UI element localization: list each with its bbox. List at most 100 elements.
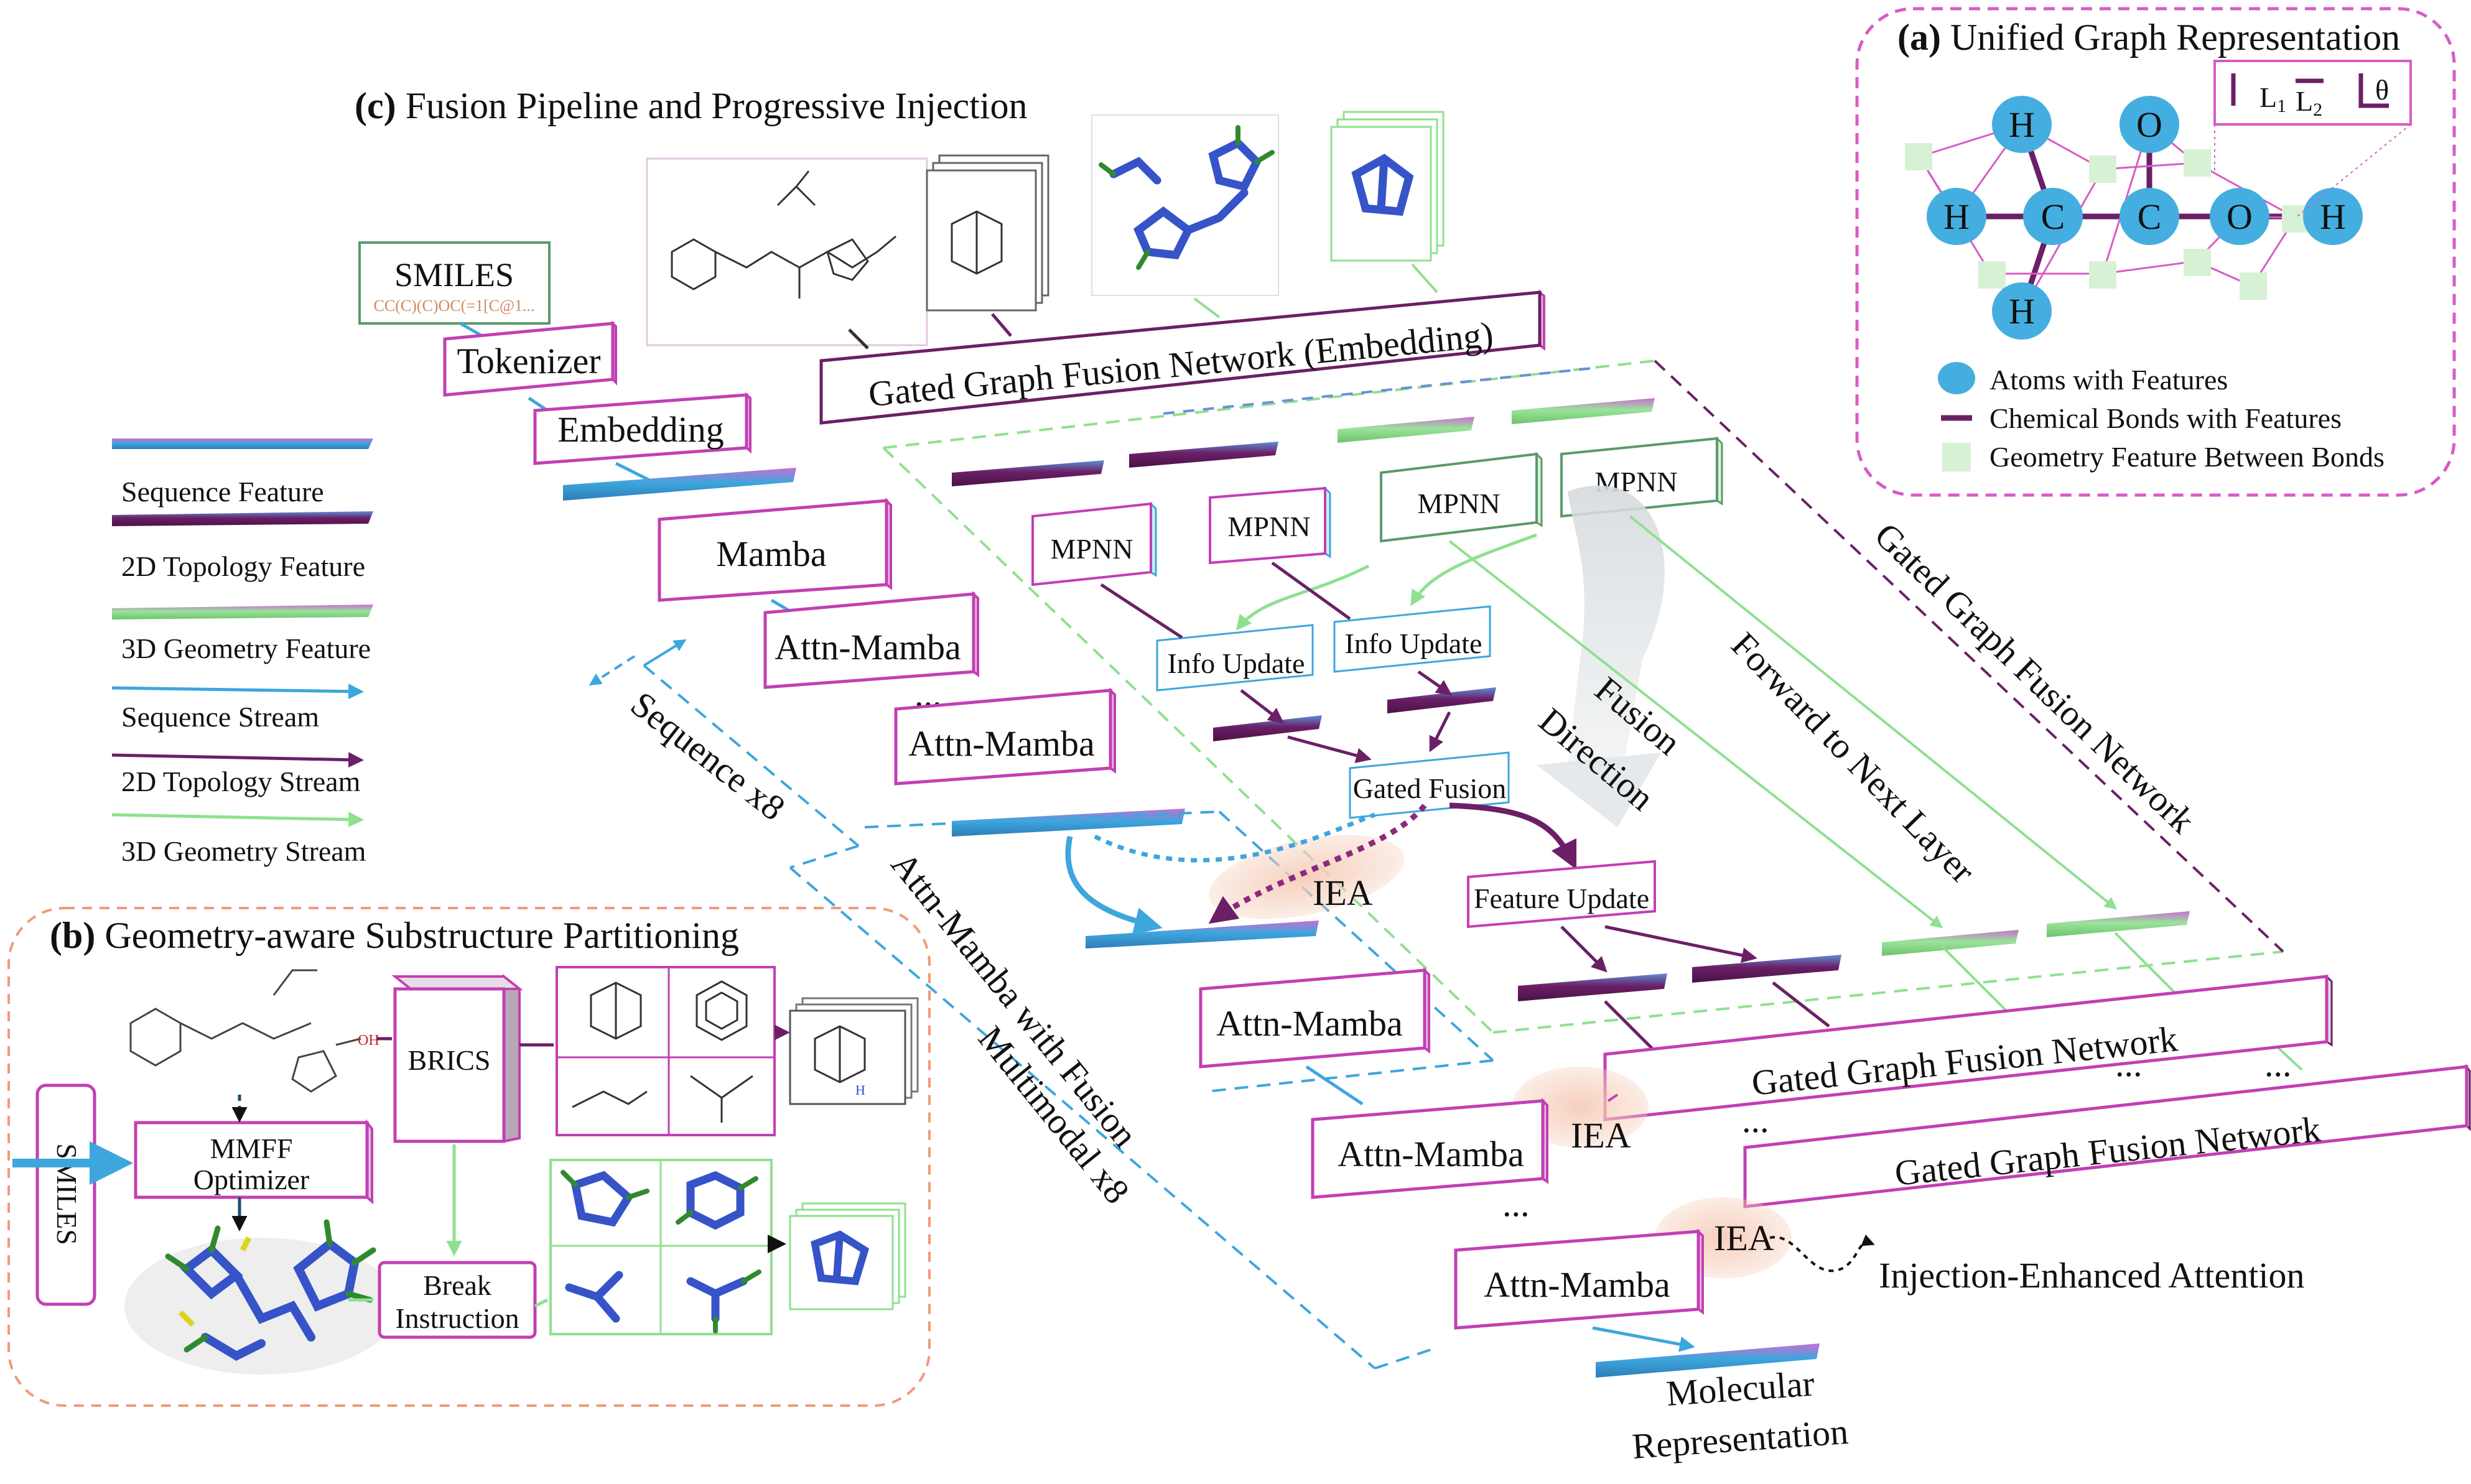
ellipsis-ggfn: ... xyxy=(1742,1100,1769,1140)
svg-text:MPNN: MPNN xyxy=(1418,488,1501,519)
topo-bar-4 xyxy=(1387,687,1496,713)
svg-text:Geometry Feature Between Bonds: Geometry Feature Between Bonds xyxy=(1989,441,2385,473)
svg-text:CC(C)(C)OC(=1[C@1...: CC(C)(C)OC(=1[C@1... xyxy=(374,297,535,315)
gated-fusion-box: Gated Fusion xyxy=(1349,751,1510,819)
topo-bar-1 xyxy=(952,460,1104,486)
oh-label: OH xyxy=(358,1032,379,1049)
svg-text:Attn-Mamba: Attn-Mamba xyxy=(1338,1134,1524,1174)
smiles-input-b: SMILES xyxy=(35,1083,96,1306)
seq-bar-iea xyxy=(1086,921,1319,948)
geo-bar-2 xyxy=(1512,398,1655,424)
svg-text:L2: L2 xyxy=(2296,85,2322,120)
svg-text:Attn-Mamba: Attn-Mamba xyxy=(775,627,961,667)
atom-c-left: C xyxy=(2023,188,2083,245)
panel-a: (a) Unified Graph Representation xyxy=(1855,7,2456,497)
svg-text:SMILES: SMILES xyxy=(394,256,514,294)
mpnn-box-3: MPNN xyxy=(1380,452,1543,543)
molecule-3d-top xyxy=(1091,114,1279,296)
mpnn-box-2: MPNN xyxy=(1209,486,1331,565)
fragment-stack-3d xyxy=(789,1202,906,1310)
topology-feature-icon xyxy=(112,511,373,526)
panel-a-title: (a) Unified Graph Representation xyxy=(1897,17,2400,58)
molecular-label-2: Representation xyxy=(1631,1411,1850,1467)
atom-o-top: O xyxy=(2120,96,2179,153)
svg-text:Gated Fusion: Gated Fusion xyxy=(1353,772,1507,804)
sequence-feature-icon xyxy=(112,438,373,449)
iea-label-1: IEA xyxy=(1313,873,1373,913)
panel-c-title: (c) Fusion Pipeline and Progressive Inje… xyxy=(355,85,1027,126)
svg-text:O: O xyxy=(2136,104,2162,145)
sequence-stream-icon xyxy=(111,684,364,700)
svg-text:Instruction: Instruction xyxy=(395,1302,519,1334)
svg-text:θ: θ xyxy=(2375,74,2389,106)
atom-h-left: H xyxy=(1927,188,1986,245)
svg-text:O: O xyxy=(2227,197,2253,237)
smiles-2d-image xyxy=(646,157,928,346)
panel-b-frame xyxy=(7,907,931,1407)
geometry-squares xyxy=(1905,143,2309,300)
svg-text:H: H xyxy=(2009,104,2035,145)
fragment-2d-stack-top xyxy=(926,154,1049,312)
sequence-feature-embedding xyxy=(563,468,796,501)
svg-text:BRICS: BRICS xyxy=(408,1044,491,1076)
svg-text:Feature Update: Feature Update xyxy=(1474,883,1649,914)
atom-legend-icon xyxy=(1938,362,1975,394)
svg-text:Mamba: Mamba xyxy=(716,534,826,574)
svg-text:MPNN: MPNN xyxy=(1051,533,1133,565)
svg-text:Embedding: Embedding xyxy=(557,409,724,450)
geo-bar-4 xyxy=(2047,911,2190,937)
topology-stream-icon xyxy=(111,752,364,768)
svg-text:Attn-Mamba: Attn-Mamba xyxy=(908,723,1095,764)
svg-text:Optimizer: Optimizer xyxy=(193,1164,310,1195)
svg-text:Break: Break xyxy=(423,1269,491,1301)
feature-legend: Sequence Feature 2D Topology Feature 3D … xyxy=(111,438,373,867)
svg-text:MMFF: MMFF xyxy=(210,1133,293,1164)
svg-text:Sequence Feature: Sequence Feature xyxy=(121,476,324,508)
attn-fusion-frame xyxy=(864,810,1494,1093)
svg-text:H: H xyxy=(1943,197,1970,237)
atom-h-right: H xyxy=(2303,188,2363,245)
topo-bar-3 xyxy=(1213,715,1322,741)
break-instruction: Break Instruction xyxy=(378,1261,537,1339)
svg-text:Sequence Stream: Sequence Stream xyxy=(121,701,319,733)
mamba-box: Mamba xyxy=(658,498,892,602)
sequence-frame xyxy=(643,664,1431,1370)
topo-bar-5 xyxy=(1518,973,1667,1001)
svg-text:Chemical Bonds with Features: Chemical Bonds with Features xyxy=(1989,402,2342,434)
svg-text:SMILES: SMILES xyxy=(51,1143,83,1245)
seq-bar-output xyxy=(1596,1343,1820,1378)
attn-mamba-box-4: Attn-Mamba xyxy=(1311,1098,1548,1199)
fragment-3d-stack-top xyxy=(1330,111,1445,262)
panel-a-legend: Atoms with Features Chemical Bonds with … xyxy=(1938,362,2385,473)
geo-bar-1 xyxy=(1338,417,1474,443)
svg-text:Tokenizer: Tokenizer xyxy=(457,341,600,381)
atom-h-bottom: H xyxy=(1992,282,2052,340)
ellipsis-geo-2: ... xyxy=(2264,1044,2292,1084)
geometry-inset: L1 L2 θ xyxy=(2213,60,2412,218)
panel-b-title: (b) Geometry-aware Substructure Partitio… xyxy=(50,915,739,956)
svg-text:Attn-Mamba: Attn-Mamba xyxy=(1216,1003,1403,1044)
iea-label-2: IEA xyxy=(1571,1115,1631,1156)
embedding-box: Embedding xyxy=(533,392,752,465)
attn-mamba-box-5: Attn-Mamba xyxy=(1454,1228,1704,1330)
fragments-3d xyxy=(549,1159,773,1335)
iea-label-3: IEA xyxy=(1714,1218,1774,1258)
info-update-1: Info Update xyxy=(1156,624,1314,692)
attn-mamba-box-2: Attn-Mamba xyxy=(894,687,1116,786)
topo-bar-6 xyxy=(1692,955,1841,983)
svg-text:C: C xyxy=(2138,197,2162,237)
attn-mamba-box-1: Attn-Mamba xyxy=(763,591,979,689)
fragments-2d xyxy=(556,966,776,1136)
svg-text:2D Topology Feature: 2D Topology Feature xyxy=(121,550,365,582)
panel-b: (b) Geometry-aware Substructure Partitio… xyxy=(7,907,931,1407)
svg-text:2D Topology Stream: 2D Topology Stream xyxy=(121,766,361,797)
svg-text:Attn-Mamba: Attn-Mamba xyxy=(1484,1264,1670,1305)
attn-fusion-label: Attn-Mamba with Fusion xyxy=(883,844,1146,1154)
svg-text:H: H xyxy=(855,1082,865,1098)
feature-update-box: Feature Update xyxy=(1467,860,1656,929)
geometry-feature-icon xyxy=(112,605,373,619)
molecule-2d-b xyxy=(129,969,361,1093)
info-update-2: Info Update xyxy=(1333,605,1491,673)
tokenizer-box: Tokenizer xyxy=(443,320,617,397)
